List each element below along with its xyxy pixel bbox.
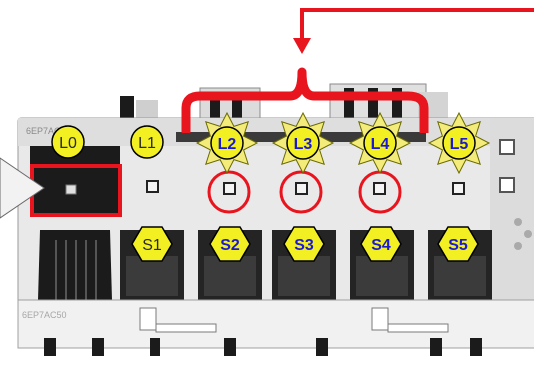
led-label-l3: L3	[271, 111, 335, 175]
device-marking-top: 6EP7AC	[26, 126, 61, 136]
svg-text:L2: L2	[218, 136, 237, 153]
l2-highlight-circle	[207, 170, 251, 214]
feed-line	[300, 8, 534, 40]
device-marking-side: 6EP7AC50	[22, 310, 67, 320]
led-label-l5: L5	[427, 111, 491, 175]
svg-text:L1: L1	[138, 135, 156, 152]
switch-label-s2: S2	[209, 226, 251, 262]
svg-text:S1: S1	[142, 237, 162, 254]
highlight-overlays	[0, 8, 534, 219]
curly-brace-icon	[181, 67, 429, 133]
svg-text:L4: L4	[371, 136, 390, 153]
switch-label-s3: S3	[283, 226, 325, 262]
switch-label-s4: S4	[360, 226, 402, 262]
switch-label-s1: S1	[131, 226, 173, 262]
switch-label-s5: S5	[437, 226, 479, 262]
svg-text:L5: L5	[450, 136, 469, 153]
svg-text:S3: S3	[294, 237, 314, 254]
arrow-down-icon	[293, 38, 311, 54]
svg-text:L0: L0	[59, 135, 77, 152]
svg-text:L3: L3	[294, 136, 313, 153]
led-label-l2: L2	[195, 111, 259, 175]
svg-text:S4: S4	[371, 237, 391, 254]
led-labels: L0 L1 L2 L3 L4 L5	[51, 111, 491, 175]
switch-labels: S1 S2 S3 S4 S5	[131, 226, 479, 262]
triangle-pointer-right-icon	[0, 157, 45, 219]
led-label-l1: L1	[130, 125, 164, 159]
svg-text:S2: S2	[220, 237, 240, 254]
led-label-l0: L0	[51, 125, 85, 159]
led-label-l4: L4	[348, 111, 412, 175]
l3-highlight-circle	[279, 170, 323, 214]
svg-text:S5: S5	[448, 237, 468, 254]
